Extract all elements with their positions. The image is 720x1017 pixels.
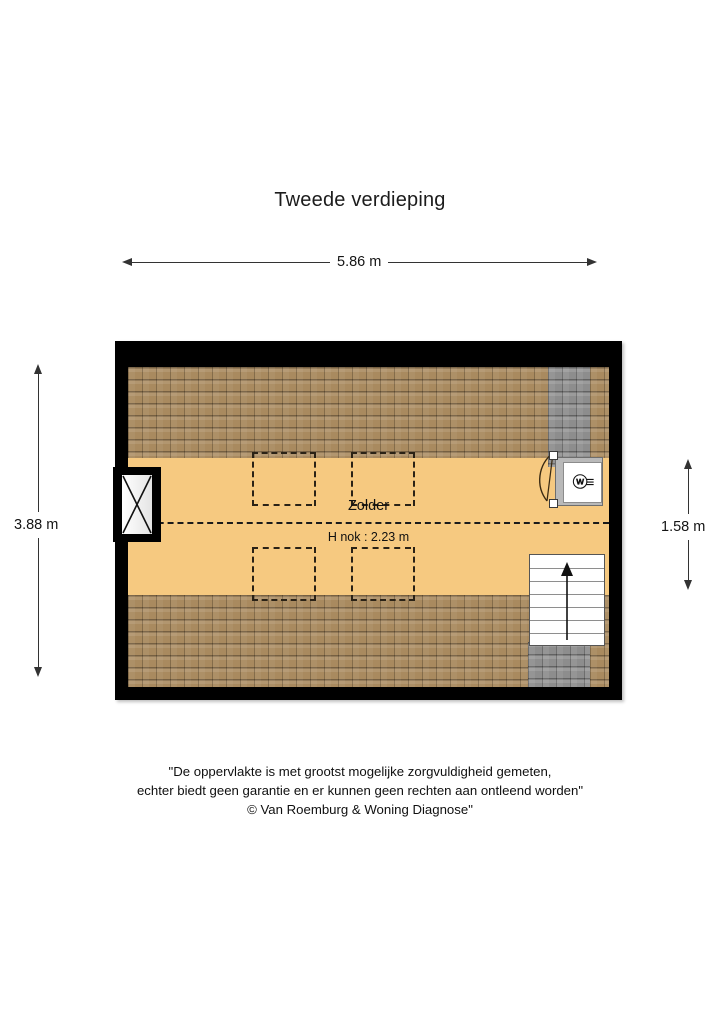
- dimension-width-arrow-left-icon: [122, 258, 132, 266]
- dimension-height-right-arrow-down-icon: [684, 580, 692, 590]
- dormer-dashed-outline-cap: [351, 504, 411, 506]
- window-cross-icon: [122, 475, 152, 534]
- roof-ridge-line-icon: [128, 522, 609, 524]
- room-label-zolder: Zolder: [347, 498, 390, 514]
- dimension-width-label: 5.86 m: [330, 254, 389, 270]
- disclaimer: "De oppervlakte is met grootst mogelijke…: [0, 762, 720, 819]
- door-jamb-top: [549, 451, 558, 460]
- washing-machine-icon: ⓦ≡: [563, 462, 602, 503]
- roof-slope-grey-south: [528, 642, 590, 687]
- disclaimer-line-2: echter biedt geen garantie en er kunnen …: [136, 783, 584, 798]
- roof-slope-grey-north: [548, 367, 590, 467]
- disclaimer-line-1: "De oppervlakte is met grootst mogelijke…: [168, 764, 552, 779]
- dimension-height-right-arrow-up-icon: [684, 459, 692, 469]
- stairs-up-arrow-icon: [561, 562, 573, 640]
- dormer-dashed-outline: [252, 547, 316, 601]
- dormer-dashed-outline-cap: [351, 547, 411, 549]
- window-left-wall[interactable]: [113, 467, 161, 542]
- door-swing-arc-icon: [539, 452, 554, 502]
- floorplan-interior: Zolder H nok : 2.23 m: [128, 367, 609, 687]
- dimension-height-left-label: 3.88 m: [12, 512, 61, 538]
- dimension-height-left-arrow-up-icon: [34, 364, 42, 374]
- dimension-height-left-arrow-down-icon: [34, 667, 42, 677]
- page-title: Tweede verdieping: [274, 189, 446, 211]
- dormer-dashed-outline: [351, 452, 415, 506]
- dormer-dashed-outline-cap: [252, 504, 312, 506]
- dormer-dashed-outline: [252, 452, 316, 506]
- dimension-width-arrow-right-icon: [587, 258, 597, 266]
- roof-slope-north: [128, 367, 609, 458]
- ridge-height-label: H nok : 2.23 m: [327, 530, 410, 544]
- staircase[interactable]: [529, 554, 605, 646]
- washing-machine-glyph: ⓦ≡: [572, 474, 595, 491]
- floorplan-drawing[interactable]: Zolder H nok : 2.23 m: [115, 341, 622, 700]
- door-jamb-bottom: [549, 499, 558, 508]
- dimension-height-right-label: 1.58 m: [659, 514, 708, 540]
- dormer-dashed-outline: [351, 547, 415, 601]
- washing-machine-unit[interactable]: ⓦ≡: [555, 457, 603, 506]
- disclaimer-line-3: © Van Roemburg & Woning Diagnose": [247, 802, 473, 817]
- dormer-dashed-outline-cap: [252, 547, 312, 549]
